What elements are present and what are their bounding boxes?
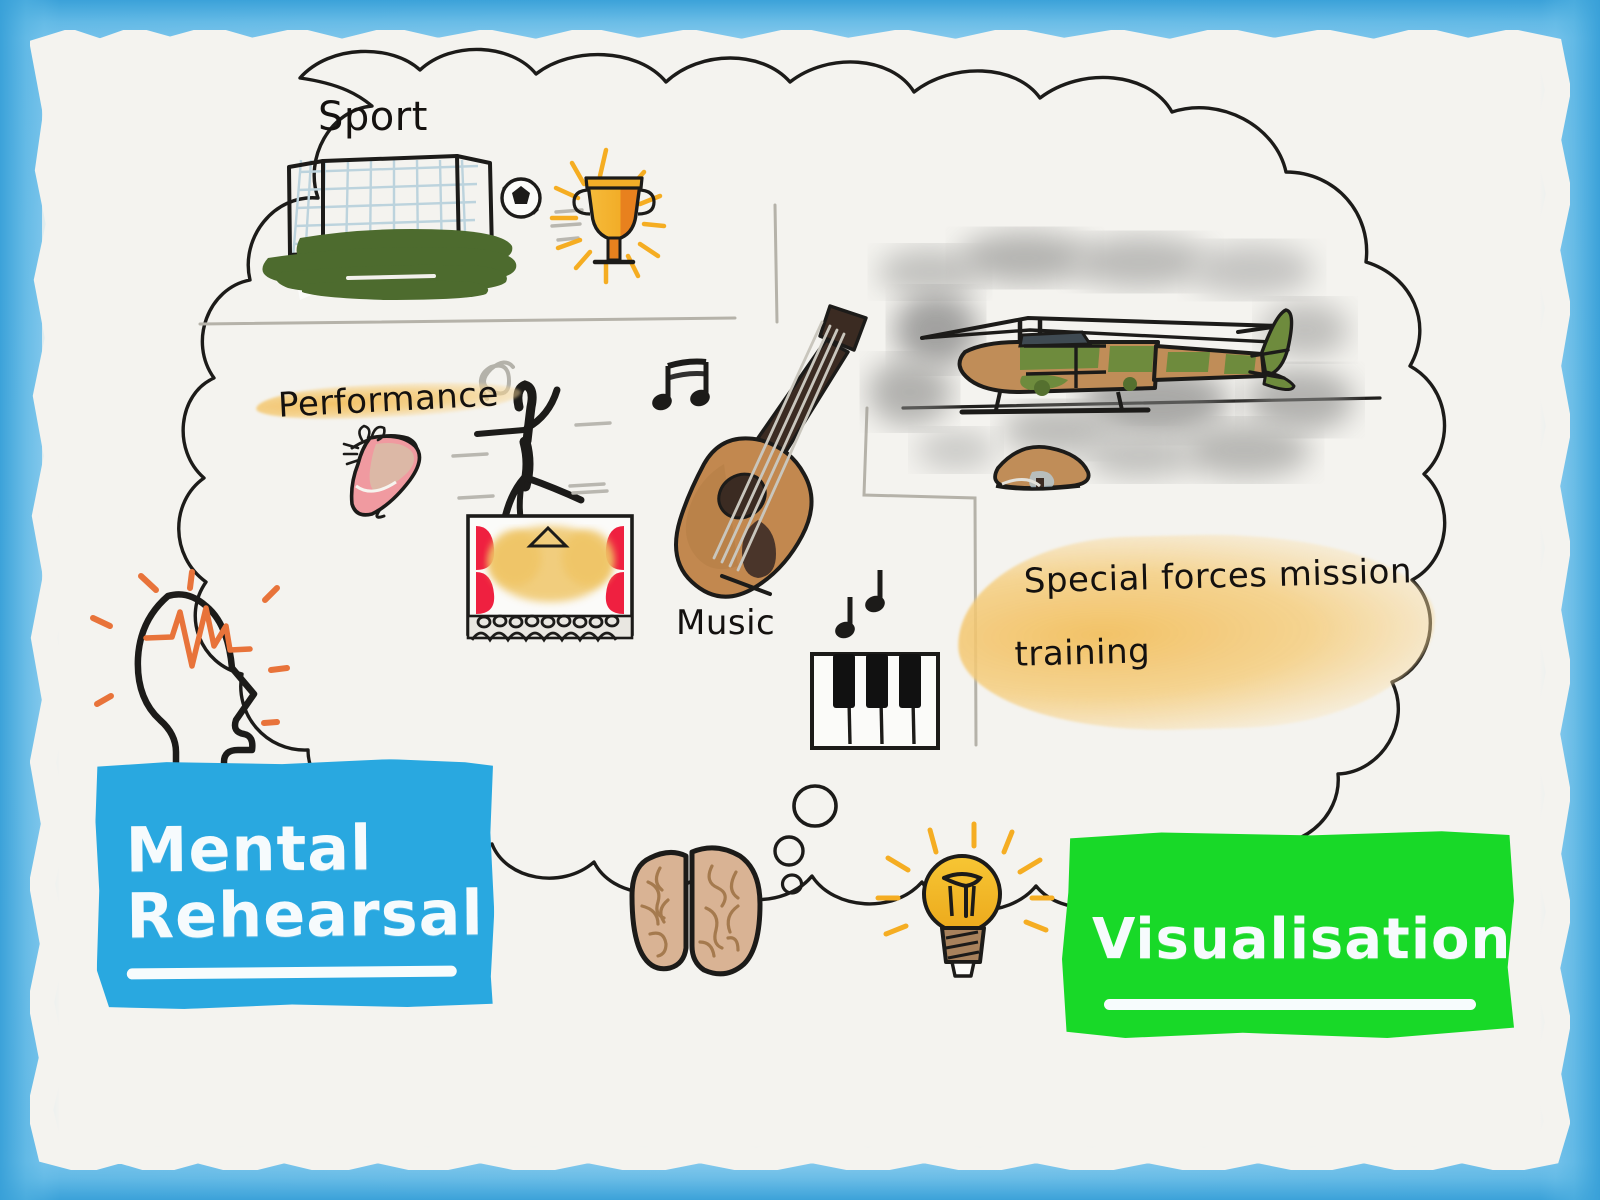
trophy-icon [549,147,667,285]
acoustic-guitar-icon [674,304,868,599]
ballet-slipper-icon [342,424,422,519]
piano-keys-icon [810,652,940,750]
soccer-ball-icon [500,177,542,219]
military-helicopter-icon [920,308,1296,415]
grass-highlight [346,274,436,280]
smoke-cloud-icon [868,232,1354,479]
head-profile-with-brainwave-icon [90,569,290,788]
label-music: Music [676,603,776,643]
label-special-forces-line2: training [1014,631,1151,675]
music-notes-piano-icon [835,570,885,639]
motion-dashes [451,421,612,500]
card-visualisation[interactable]: Visualisation [1062,831,1514,1038]
label-special-forces-mission-training: Special forces mission training [977,516,1416,748]
music-notes-icon [652,358,710,411]
label-special-forces-line1: Special forces mission [1023,551,1413,602]
brain-icon [629,845,763,977]
card-mental-rehearsal-underline [127,966,457,980]
label-sport: Sport [318,94,428,140]
card-visualisation-underline [1104,999,1476,1010]
dancing-figure-icon [474,380,585,547]
card-visualisation-label: Visualisation [1092,907,1512,973]
lightbulb-icon [875,821,1055,978]
military-beret-icon [993,445,1091,491]
motion-lines [550,208,584,242]
grass-patch [262,229,517,300]
theatre-stage-icon [466,514,634,643]
